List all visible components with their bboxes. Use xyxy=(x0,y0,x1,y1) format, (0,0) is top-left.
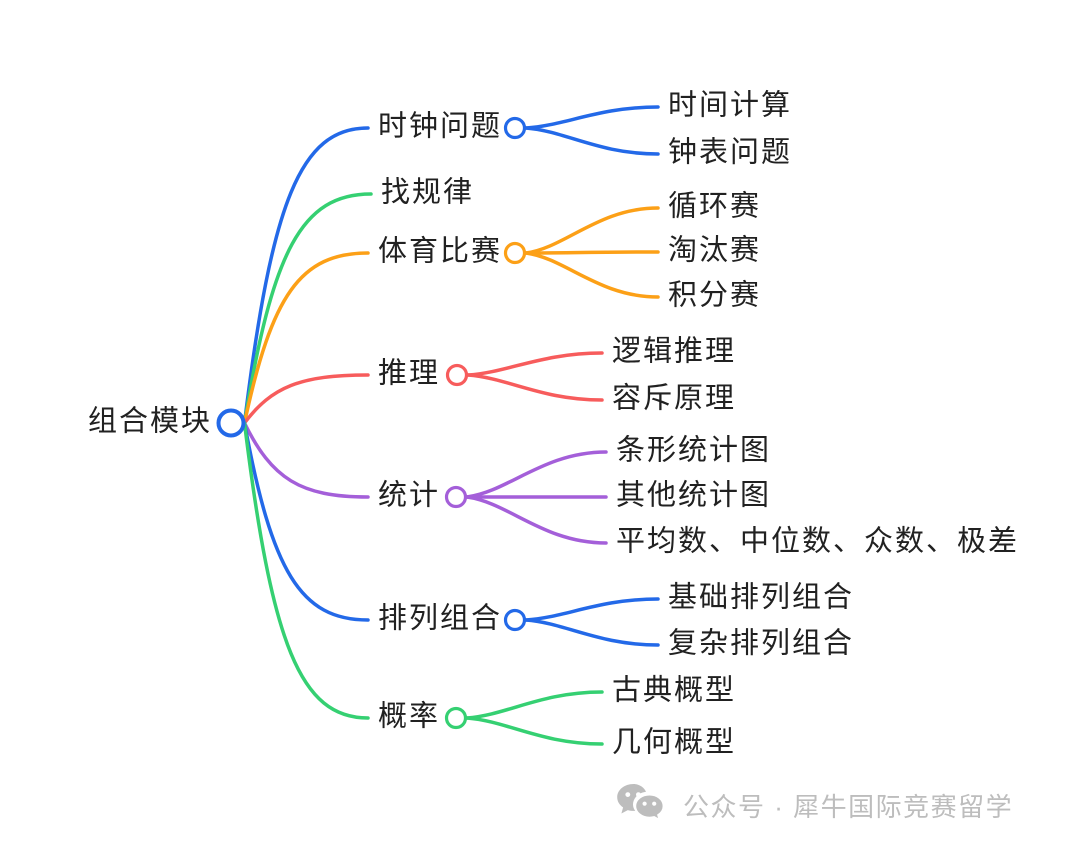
child-label[interactable]: 条形统计图 xyxy=(616,434,772,467)
child-label[interactable]: 钟表问题 xyxy=(668,136,793,169)
branch-connector-circle[interactable] xyxy=(445,363,469,387)
branch-label[interactable]: 体育比赛 xyxy=(378,235,503,268)
child-curve xyxy=(466,373,604,402)
branch-connector-circle[interactable] xyxy=(503,116,527,140)
child-curve xyxy=(524,126,660,156)
child-label[interactable]: 几何概型 xyxy=(612,726,737,759)
child-label[interactable]: 复杂排列组合 xyxy=(668,627,855,660)
branch-label[interactable]: 排列组合 xyxy=(378,602,503,635)
child-curve xyxy=(524,597,660,622)
watermark: 公众号 · 犀牛国际竞赛留学 xyxy=(616,782,1013,828)
child-curve xyxy=(524,618,660,647)
branch-curve xyxy=(242,421,370,720)
root-connector-circle[interactable] xyxy=(216,408,246,438)
watermark-text: 公众号 · 犀牛国际竞赛留学 xyxy=(683,791,1014,822)
child-label[interactable]: 基础排列组合 xyxy=(668,581,855,614)
branch-label[interactable]: 概率 xyxy=(378,700,441,733)
branch-connector-circle[interactable] xyxy=(444,706,468,730)
child-label[interactable]: 逻辑推理 xyxy=(612,335,737,368)
child-label[interactable]: 积分赛 xyxy=(668,279,762,312)
child-curve xyxy=(465,450,608,499)
child-label[interactable]: 容斥原理 xyxy=(612,382,737,415)
branch-label[interactable]: 找规律 xyxy=(381,176,475,209)
child-label[interactable]: 时间计算 xyxy=(668,89,793,122)
branch-curve xyxy=(242,373,370,425)
child-label[interactable]: 古典概型 xyxy=(612,674,737,707)
branch-curve xyxy=(242,192,373,425)
branch-label[interactable]: 统计 xyxy=(378,479,441,512)
child-curve xyxy=(524,251,660,299)
branch-curve xyxy=(242,126,370,425)
branch-connector-circle[interactable] xyxy=(503,608,527,632)
child-label[interactable]: 其他统计图 xyxy=(616,479,772,512)
child-label[interactable]: 平均数、中位数、众数、极差 xyxy=(616,525,1020,558)
child-curve xyxy=(465,495,608,545)
branch-connector-circle[interactable] xyxy=(503,241,527,265)
child-curve xyxy=(524,250,660,255)
branch-curve xyxy=(242,421,370,499)
branch-label[interactable]: 时钟问题 xyxy=(378,110,503,143)
child-curve xyxy=(465,690,604,720)
branch-curve xyxy=(242,421,370,622)
wechat-icon xyxy=(617,784,665,823)
branch-curve xyxy=(242,251,370,425)
child-curve xyxy=(466,351,604,377)
root-node-label[interactable]: 组合模块 xyxy=(88,405,213,438)
child-curve xyxy=(524,206,660,255)
branch-connector-circle[interactable] xyxy=(444,485,468,509)
child-curve xyxy=(524,105,660,130)
child-curve xyxy=(465,716,604,746)
child-label[interactable]: 淘汰赛 xyxy=(668,234,762,267)
branch-label[interactable]: 推理 xyxy=(378,357,441,390)
child-label[interactable]: 循环赛 xyxy=(668,190,762,223)
